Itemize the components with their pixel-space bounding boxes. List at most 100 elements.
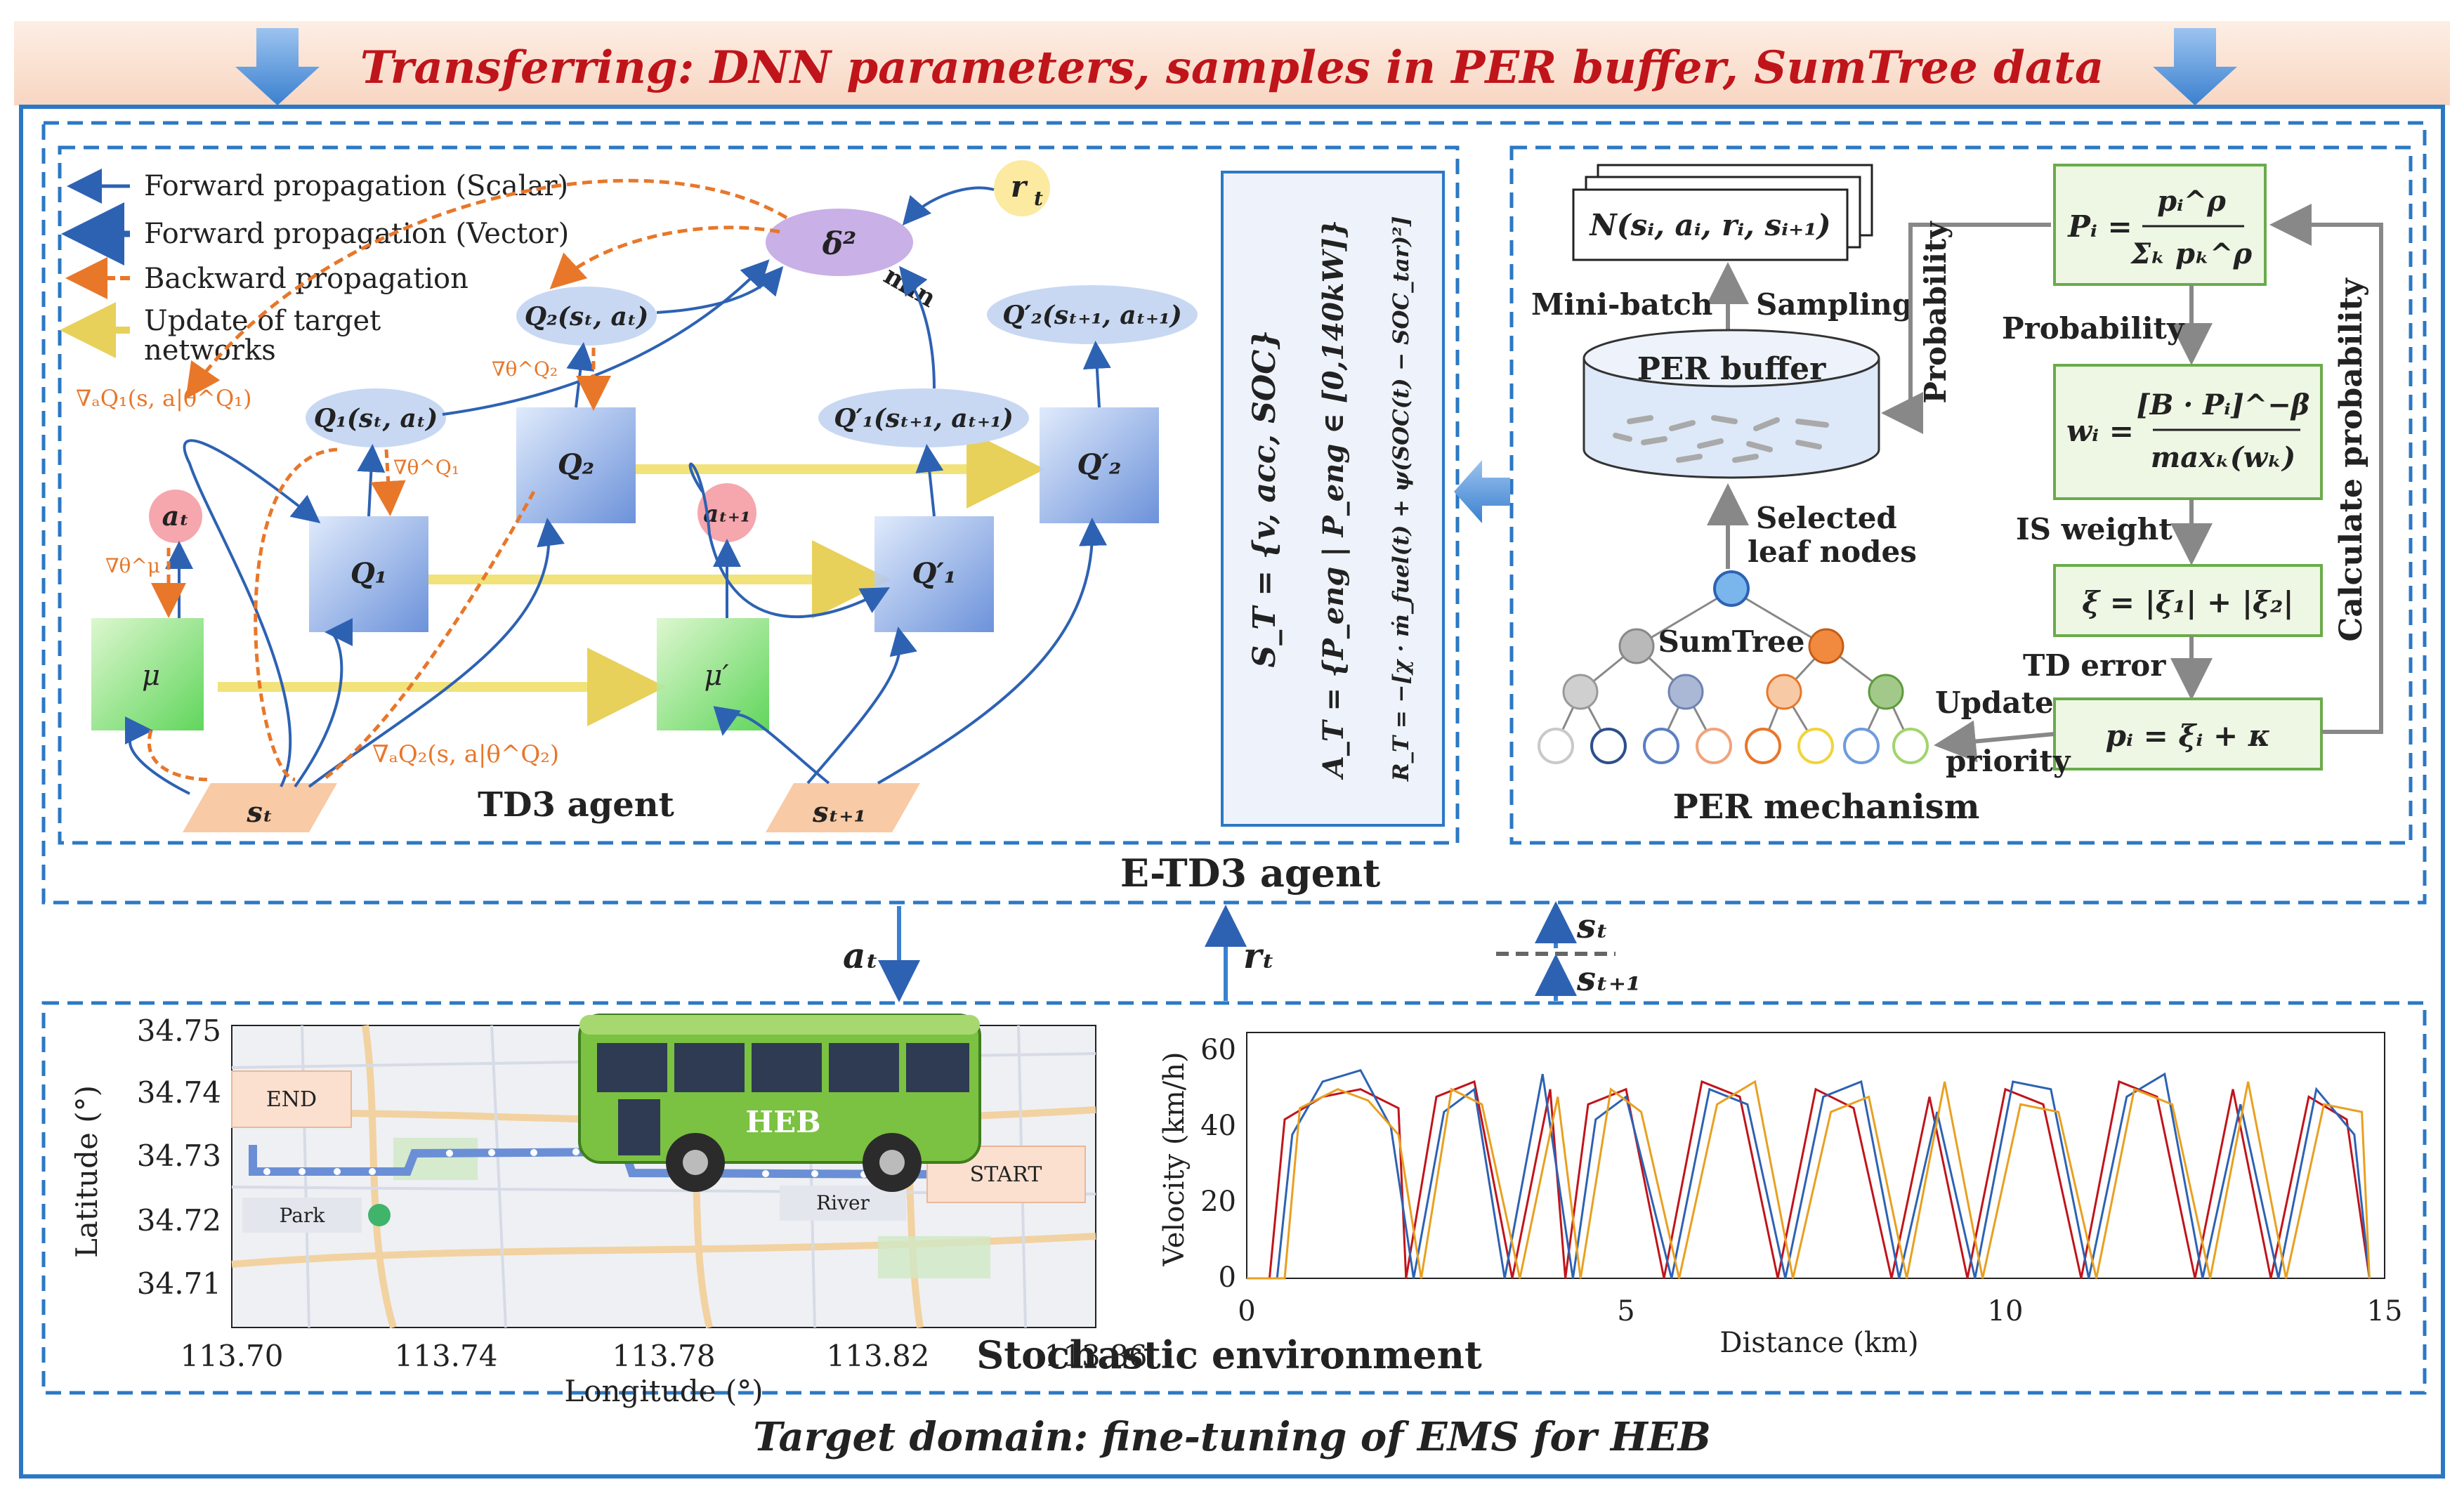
is-weight-label: IS weight xyxy=(2016,512,2173,546)
probability-vertical: Probability xyxy=(1918,221,1953,404)
svg-text:34.75: 34.75 xyxy=(137,1014,221,1048)
mup-network xyxy=(657,618,769,730)
velocity-series-1 xyxy=(1247,1080,2371,1280)
link-a: aₜ xyxy=(843,935,879,976)
priority-box xyxy=(2053,697,2323,771)
vel-xtick-10: 10 xyxy=(1988,1295,2024,1327)
prob-box xyxy=(2053,164,2267,286)
legend-fwd-scalar: Forward propagation (Scalar) xyxy=(144,170,568,202)
velocity-series-2 xyxy=(1247,1069,2371,1280)
formula-box xyxy=(1221,171,1445,827)
per-diagram: N(sᵢ, aᵢ, rᵢ, sᵢ₊₁) Mini-batch Sampling … xyxy=(1531,164,2383,827)
q1-network xyxy=(309,516,428,632)
mu-label: μ xyxy=(142,660,160,692)
next-action-label: aₜ₊₁ xyxy=(703,500,750,528)
q2p-network xyxy=(1040,407,1159,523)
q2-network xyxy=(516,407,636,523)
bus-label: HEB xyxy=(745,1105,820,1139)
td3-title: TD3 agent xyxy=(478,785,674,825)
reward-sub: t xyxy=(1034,187,1043,210)
grad-mu: ∇θ^μ xyxy=(105,554,160,577)
svg-text:113.86: 113.86 xyxy=(1044,1339,1148,1373)
park-label: Park xyxy=(280,1204,326,1227)
mu-network xyxy=(91,618,204,730)
link-s1: sₜ₊₁ xyxy=(1576,959,1641,999)
svg-text:34.72: 34.72 xyxy=(137,1203,221,1238)
q2p-output-label: Q′₂(sₜ₊₁, aₜ₊₁) xyxy=(1002,301,1182,330)
calc-prob-label: Calculate probability xyxy=(2333,277,2369,642)
velocity-chart: 0 20 40 60 0 5 10 15 Velocity (km/h) Dis… xyxy=(1158,1032,2402,1359)
xi-box xyxy=(2053,564,2323,637)
velocity-plot-area xyxy=(1246,1032,2385,1279)
q1-output-label: Q₁(sₜ, aₜ) xyxy=(314,404,438,433)
vel-ytick-40: 40 xyxy=(1200,1110,1236,1142)
action-formula: A_T = {P_eng | P_eng ∈ [0,140kW]} xyxy=(1317,220,1350,780)
park-icon xyxy=(368,1204,391,1226)
state-label: sₜ xyxy=(246,796,273,829)
svg-text:113.70: 113.70 xyxy=(181,1339,284,1373)
vel-xtick-15: 15 xyxy=(2367,1295,2403,1327)
w-box-num: [B · Pᵢ]^−β xyxy=(2137,388,2310,421)
per-frame xyxy=(1509,145,2413,845)
river-label: River xyxy=(816,1191,870,1214)
next-state-label: sₜ₊₁ xyxy=(812,796,866,829)
reward-node xyxy=(994,160,1050,216)
map-ylabel: Latitude (°) xyxy=(70,1085,104,1258)
svg-text:113.74: 113.74 xyxy=(395,1339,498,1373)
end-marker xyxy=(231,1070,352,1128)
q1p-label: Q′₁ xyxy=(912,557,957,590)
delta-label: δ² xyxy=(822,226,857,262)
td3-diagram: μ μ′ Q₁ Q₂ Q′₁ Q′₂ δ² r t min Q₂(sₜ, aₜ)… xyxy=(76,160,1198,832)
vel-ytick-60: 60 xyxy=(1200,1034,1236,1066)
bus-graphic: HEB xyxy=(578,1014,981,1192)
per-title: PER mechanism xyxy=(1673,787,1980,827)
map-xlabel: Longitude (°) xyxy=(564,1374,763,1408)
svg-text:113.82: 113.82 xyxy=(827,1339,930,1373)
left-down-arrow xyxy=(235,28,320,105)
map-x-ticks: 113.70 113.74 113.78 113.82 113.86 xyxy=(181,1339,1148,1373)
min-label: min xyxy=(879,261,941,313)
banner-text: Transferring: DNN parameters, samples in… xyxy=(360,41,2104,94)
action-node xyxy=(149,490,202,543)
delta-node xyxy=(766,209,913,276)
next-action-node xyxy=(697,483,756,542)
q1p-output-node xyxy=(818,388,1029,447)
minibatch-box xyxy=(1572,188,1849,261)
route-map-plot: END START Park River HEB 34.75 34.74 34.… xyxy=(70,1014,1147,1408)
reward-formula: R_T = −[χ · ṁ_fuel(t) + ψ(SOC(t) − SOC_t… xyxy=(1389,216,1414,782)
map-y-ticks: 34.75 34.74 34.73 34.72 34.71 xyxy=(137,1014,221,1301)
sumtree-label: SumTree xyxy=(1658,624,1804,659)
q1p-output-label: Q′₁(sₜ₊₁, aₜ₊₁) xyxy=(834,404,1014,433)
td-error-label: TD error xyxy=(2023,648,2166,683)
bus-route xyxy=(249,1145,949,1179)
end-label: END xyxy=(266,1087,317,1112)
q2p-output-node xyxy=(987,285,1198,344)
transfer-banner xyxy=(14,21,2450,105)
w-box-lhs: wᵢ = xyxy=(2066,414,2134,448)
velocity-y-ticks: 0 20 40 60 xyxy=(1200,1034,1236,1294)
grad-aq1: ∇ₐQ₁(s, a|θ^Q₁) xyxy=(76,385,251,412)
link-s: sₜ xyxy=(1576,907,1608,946)
etd3-title: E-TD3 agent xyxy=(1120,851,1380,896)
velocity-x-ticks: 0 5 10 15 xyxy=(1238,1295,2402,1327)
link-r: rₜ xyxy=(1243,935,1275,976)
minibatch-sample: N(sᵢ, aᵢ, rᵢ, sᵢ₊₁) xyxy=(1588,208,1830,242)
legend-fwd-vector: Forward propagation (Vector) xyxy=(144,218,569,250)
svg-text:34.74: 34.74 xyxy=(137,1075,221,1110)
action-label: aₜ xyxy=(162,500,190,532)
q1p-network xyxy=(874,516,994,632)
selected-line1: Selected xyxy=(1756,501,1897,535)
selected-line2: leaf nodes xyxy=(1748,535,1917,569)
svg-text:34.71: 34.71 xyxy=(137,1266,221,1301)
minibatch-label: Mini-batch xyxy=(1531,287,1712,322)
prob-box-lhs: Pᵢ = xyxy=(2067,209,2132,244)
outer-frame xyxy=(19,105,2445,1479)
priority-box-text: pᵢ = ξᵢ + κ xyxy=(2106,719,2271,753)
svg-text:34.73: 34.73 xyxy=(137,1139,221,1173)
start-label: START xyxy=(970,1162,1042,1187)
q2p-label: Q′₂ xyxy=(1077,448,1122,481)
grad-q1: ∇θ^Q₁ xyxy=(393,456,459,479)
vel-ytick-0: 0 xyxy=(1219,1261,1236,1294)
right-down-arrow xyxy=(2153,28,2237,105)
